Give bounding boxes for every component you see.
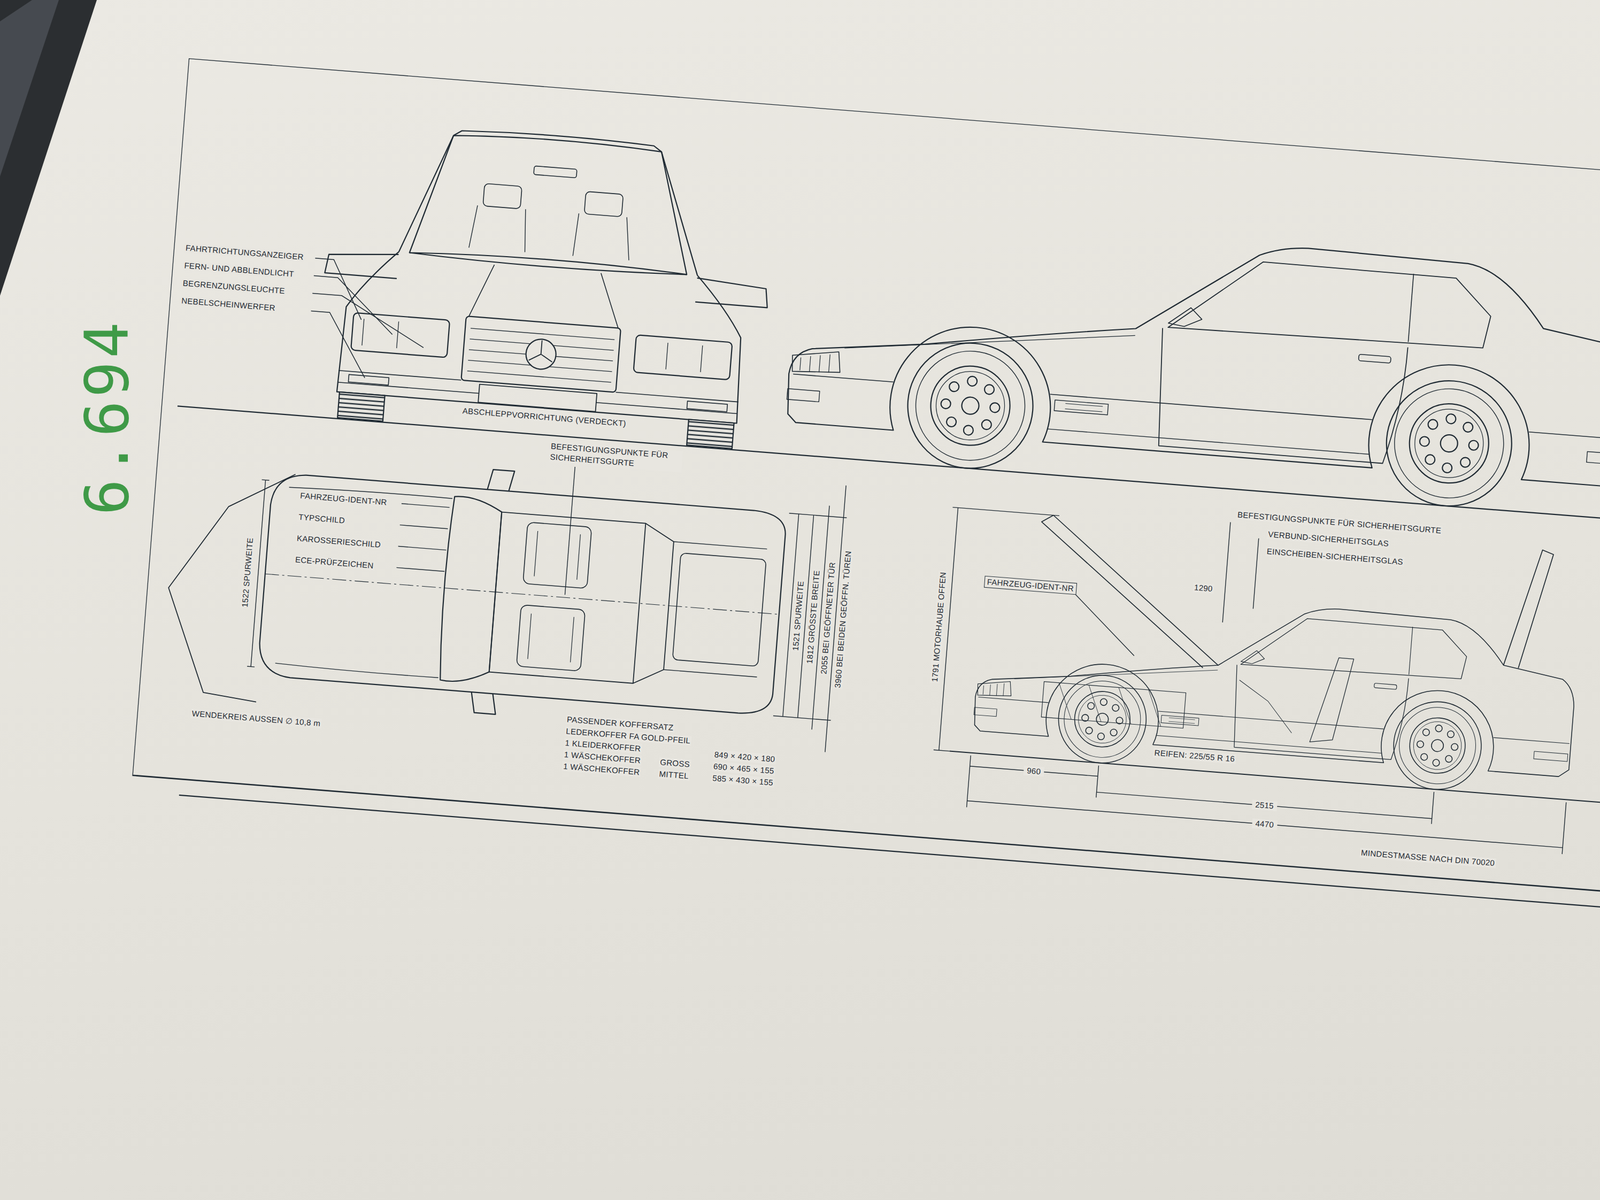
dimension: 1812 GRÖSSTE BREITE bbox=[804, 568, 822, 666]
note: WENDEKREIS AUSSEN ∅ 10,8 m bbox=[190, 708, 322, 729]
top-view bbox=[257, 472, 788, 716]
front-view bbox=[633, 334, 733, 380]
dimension-line bbox=[1070, 593, 1139, 656]
top-view bbox=[527, 531, 581, 663]
front-view bbox=[533, 165, 578, 178]
side-view-open bbox=[1041, 681, 1186, 729]
top-view bbox=[516, 604, 586, 672]
front-view bbox=[525, 337, 558, 371]
leader-line bbox=[310, 258, 366, 320]
side-view-open bbox=[971, 506, 1587, 800]
desk-reflection bbox=[0, 0, 59, 177]
dimension-line bbox=[564, 466, 575, 595]
dimension: 4470 bbox=[1251, 818, 1278, 830]
side-view-open bbox=[971, 506, 1587, 800]
front-view bbox=[528, 339, 555, 363]
part-label: ABSCHLEPPVORRICHTUNG (VERDECKT) bbox=[460, 405, 628, 429]
front-view bbox=[583, 191, 623, 217]
front-view bbox=[409, 252, 687, 279]
part-label: ECE-PRÜFZEICHEN bbox=[293, 554, 375, 571]
front-view bbox=[350, 312, 450, 358]
side-view bbox=[782, 208, 1600, 521]
dimension-line bbox=[396, 503, 450, 572]
front-view bbox=[362, 318, 703, 373]
front-view bbox=[336, 247, 749, 423]
blueprint-sheet: FAHRTRICHTUNGSANZEIGERFERN- UND ABBLENDL… bbox=[129, 58, 1600, 933]
dimension-line bbox=[929, 500, 1600, 858]
dimension: 2515 bbox=[1251, 799, 1278, 812]
light-label: FERN- UND ABBLENDLICHT bbox=[182, 260, 296, 279]
dimension: 1522 SPURWEITE bbox=[240, 536, 256, 610]
part-label: KAROSSERIESCHILD bbox=[295, 533, 382, 551]
dimension-line bbox=[243, 439, 850, 752]
table-cell: MITTEL bbox=[657, 768, 690, 782]
light-label: BEGRENZUNGSLEUCHTE bbox=[181, 278, 287, 296]
top-view bbox=[160, 465, 296, 704]
dimension-line bbox=[949, 751, 1600, 804]
dimension-line bbox=[966, 755, 1567, 855]
front-view bbox=[398, 132, 707, 276]
front-view bbox=[695, 278, 769, 308]
side-view-open bbox=[1235, 680, 1296, 734]
top-view bbox=[160, 444, 789, 743]
dimension-line bbox=[933, 507, 1060, 759]
dimension-line bbox=[967, 766, 1566, 848]
light-label: FAHRTRICHTUNGSANZEIGER bbox=[183, 243, 305, 263]
part-label: FAHRZEUG-IDENT-NR bbox=[983, 575, 1078, 595]
front-view bbox=[478, 384, 597, 412]
front-view bbox=[337, 391, 386, 422]
front-view bbox=[686, 401, 728, 412]
leader-line bbox=[309, 275, 397, 335]
part-label: TYPSCHILD bbox=[297, 512, 347, 526]
sheet-frame bbox=[179, 795, 1600, 910]
sheet-frame bbox=[131, 58, 1600, 909]
leader-line bbox=[309, 293, 428, 348]
part-label: BEFESTIGUNGSPUNKTE FÜR SICHERHEITSGURTE bbox=[548, 440, 683, 473]
side-view-open bbox=[1309, 656, 1354, 745]
note: MINDESTMASSE NACH DIN 70020 bbox=[1359, 847, 1497, 868]
dimension-line bbox=[773, 513, 847, 721]
dimension-line bbox=[1222, 522, 1260, 626]
table-cell: GROSS bbox=[658, 757, 692, 770]
part-label: EINSCHEIBEN-SICHERHEITSGLAS bbox=[1265, 546, 1405, 567]
sheet-frame bbox=[177, 405, 1600, 522]
side-view-open bbox=[971, 581, 1581, 800]
top-view bbox=[522, 521, 592, 589]
part-label: VERBUND-SICHERHEITSGLAS bbox=[1266, 529, 1391, 549]
dimension: 960 bbox=[1023, 765, 1045, 778]
front-view bbox=[313, 118, 780, 451]
front-view bbox=[686, 419, 735, 449]
light-label: NEBELSCHEINWERFER bbox=[180, 295, 278, 313]
dimension-line bbox=[780, 481, 846, 752]
front-view bbox=[348, 374, 389, 386]
side-view-open bbox=[1056, 682, 1164, 727]
front-view bbox=[337, 370, 738, 414]
side-view-open bbox=[1503, 547, 1554, 671]
part-label: FAHRZEUG-IDENT-NR bbox=[298, 490, 389, 508]
dimension: 1290 bbox=[1192, 582, 1214, 594]
front-view bbox=[409, 129, 697, 275]
side-view bbox=[782, 208, 1600, 521]
table-cell: 585 × 430 × 155 bbox=[711, 773, 775, 788]
front-view bbox=[467, 328, 615, 383]
desk-corner bbox=[0, 0, 97, 296]
front-view bbox=[468, 204, 633, 260]
side-view-open bbox=[1026, 510, 1555, 760]
front-view bbox=[482, 183, 522, 209]
leader-line bbox=[305, 258, 430, 383]
leader-line bbox=[305, 310, 370, 378]
top-view bbox=[265, 573, 780, 615]
stamp-number: 6.694 bbox=[74, 318, 140, 515]
front-view bbox=[460, 316, 621, 392]
sheet-frame bbox=[132, 58, 1600, 894]
